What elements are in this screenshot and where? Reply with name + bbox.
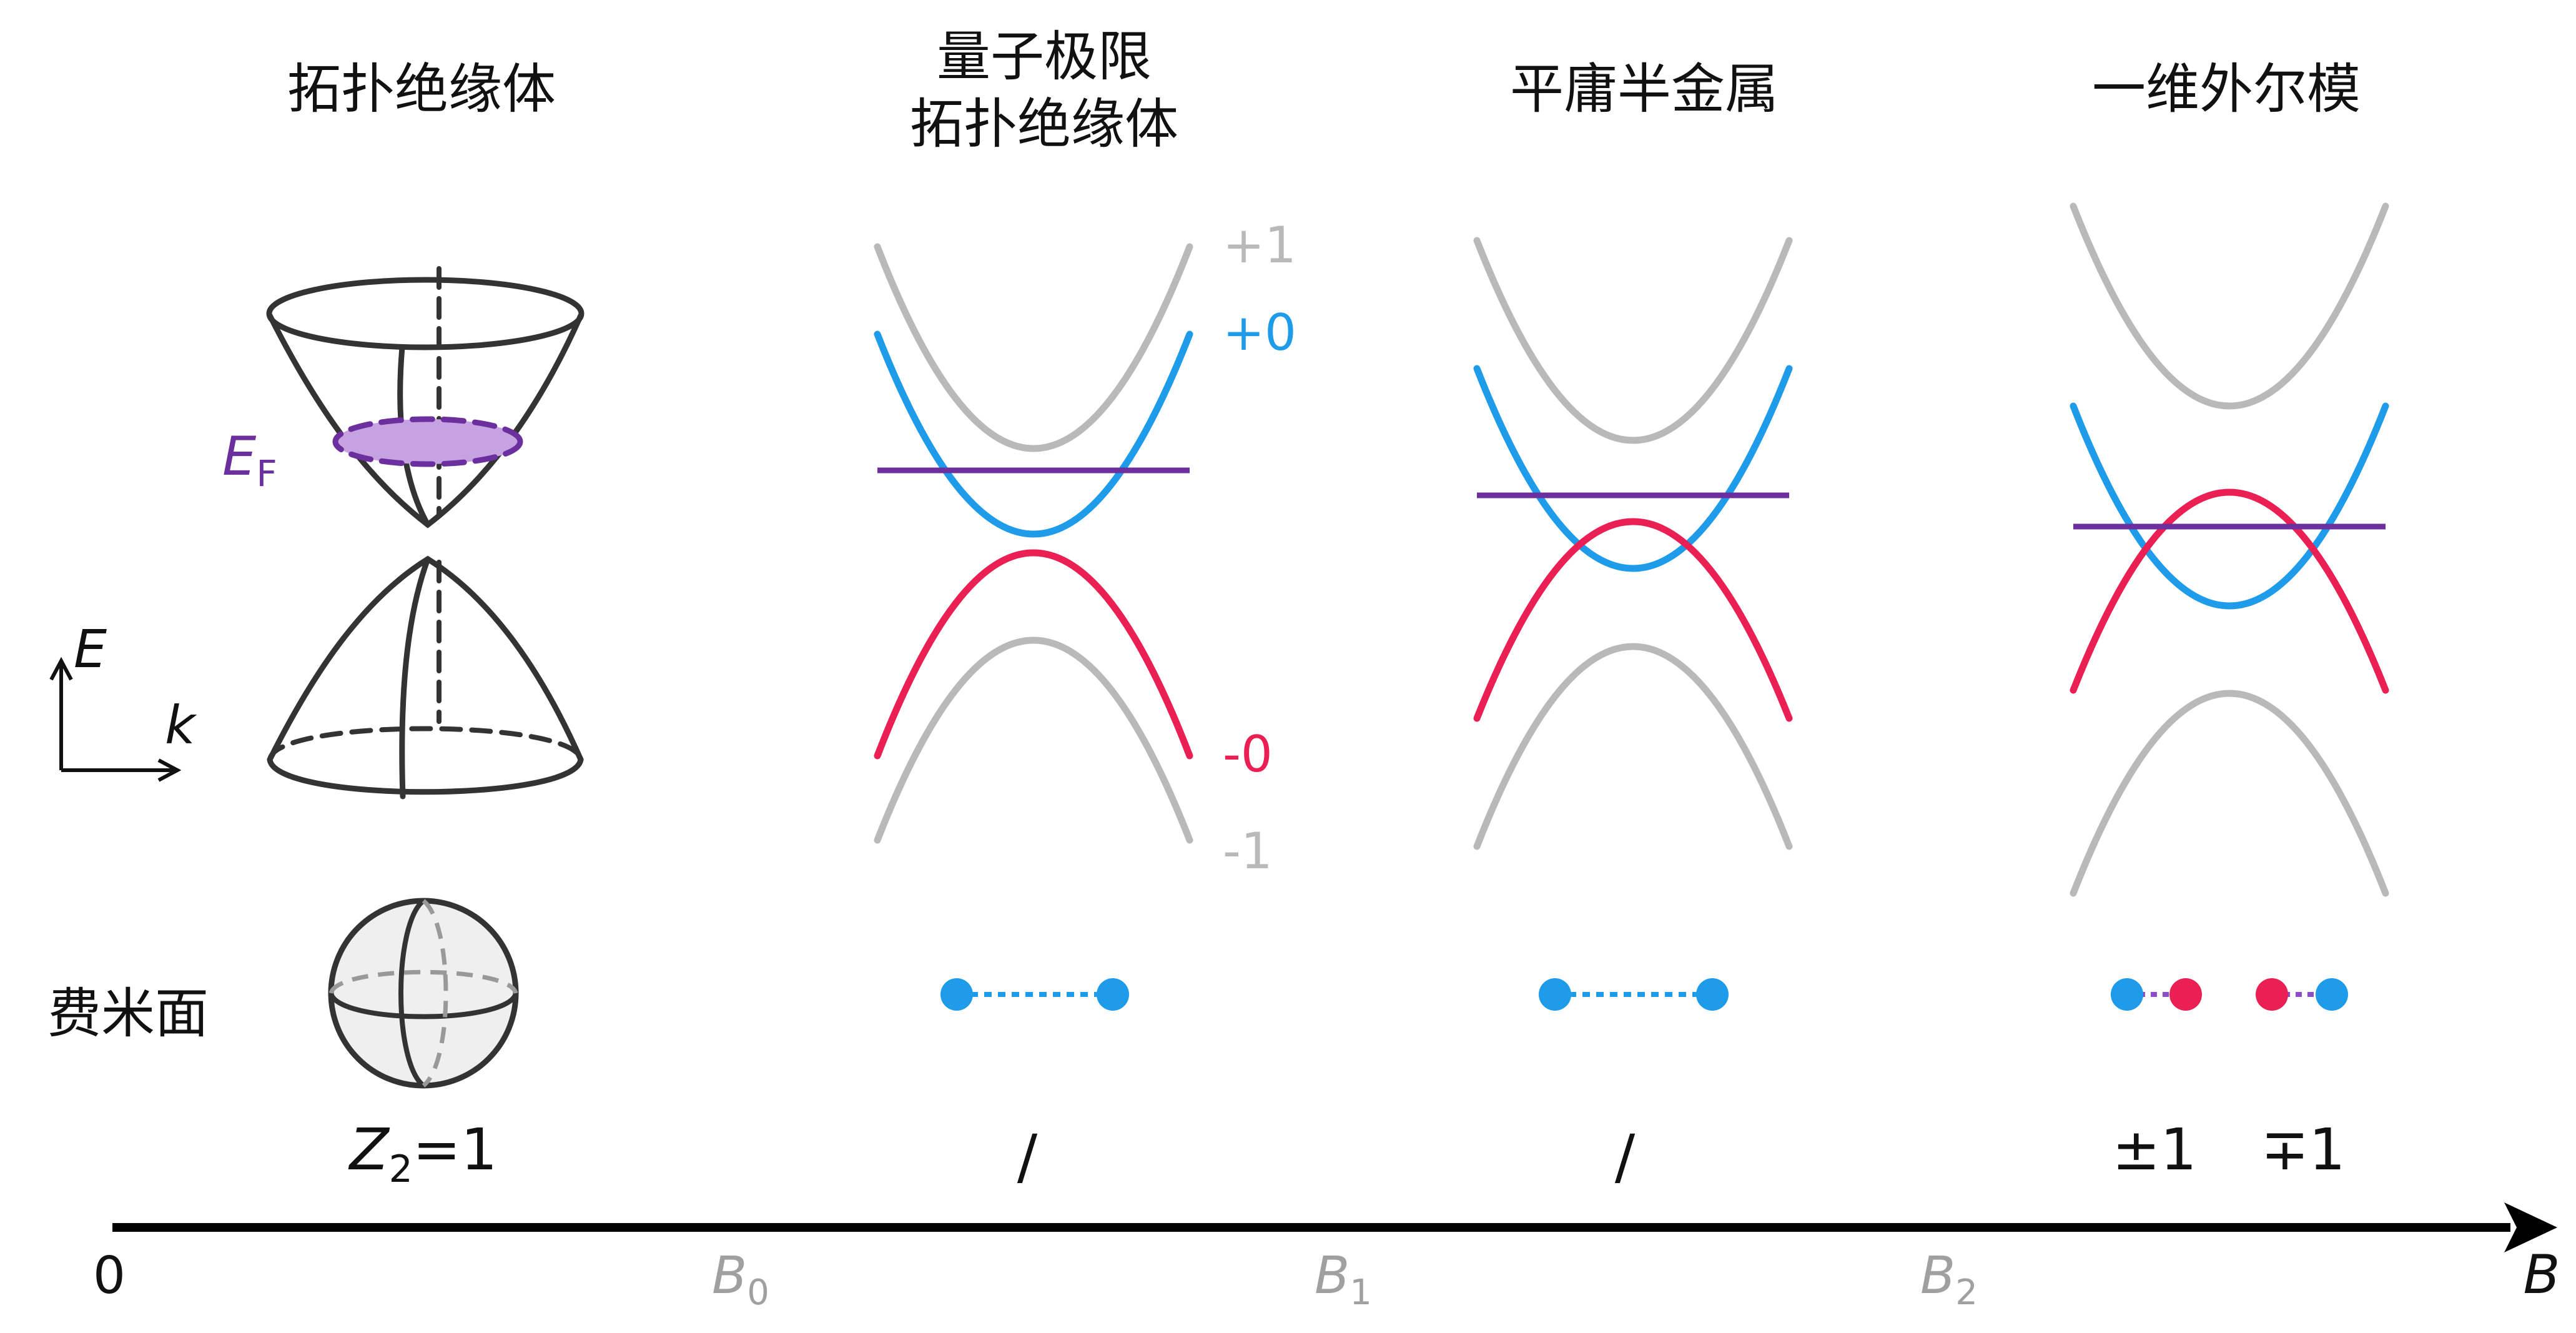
upper-cone-rim: [266, 277, 585, 350]
title-trivial-semimetal: 平庸半金属: [1510, 58, 1779, 121]
axis-tick-b1: B1: [1315, 1246, 1372, 1313]
fermi-energy-label: EF: [222, 425, 277, 495]
fermi-point: [1696, 978, 1729, 1011]
band-plus1-wm: [2070, 202, 2389, 410]
invariant-qlti: /: [1017, 1122, 1038, 1192]
band-curves: [874, 202, 2389, 897]
axis-tick-b2: B2: [1920, 1246, 1978, 1313]
magnetic-field-axis: [112, 1202, 2557, 1252]
band-plus0-wm: [2070, 402, 2389, 610]
band-plus0-qlti: [874, 330, 1193, 538]
weyl-point-blue: [2111, 978, 2143, 1011]
title-quantum-limit-line1: 量子极限: [937, 26, 1152, 88]
weyl-points-pair-left: [2111, 978, 2202, 1011]
band-plus0-tsm: [1473, 365, 1793, 572]
weyl-point-red: [2169, 978, 2202, 1011]
fermi-point: [940, 978, 973, 1011]
invariant-weyl-left: ±1: [2112, 1116, 2197, 1183]
band-minus1-wm: [2070, 690, 2389, 897]
fermi-points-pair-qlti: [940, 978, 1129, 1011]
weyl-point-red: [2256, 978, 2288, 1011]
dirac-cone-diagram: EF: [222, 266, 585, 800]
energy-axis-label: E: [74, 618, 107, 680]
lower-cone-rim-back: [267, 726, 583, 762]
weyl-points-pair-right: [2256, 978, 2348, 1011]
band-plus1-qlti: [874, 243, 1193, 452]
energy-momentum-axes: [49, 657, 182, 782]
band-label-minus0: -0: [1223, 725, 1273, 783]
fermi-points-pair-tsm: [1539, 978, 1729, 1011]
fermi-level-ellipse: [332, 416, 523, 467]
axis-origin-label: 0: [93, 1246, 126, 1306]
fermi-sphere: [328, 898, 519, 1089]
band-plus1-tsm: [1473, 237, 1793, 444]
lower-cone-rim-front: [267, 756, 584, 795]
axis-tick-b0: B0: [712, 1246, 769, 1313]
band-label-plus1: +1: [1223, 216, 1296, 274]
fermi-point: [1097, 978, 1129, 1011]
momentum-axis-label: k: [165, 695, 197, 756]
band-minus0-wm: [2070, 488, 2389, 694]
band-minus0-tsm: [1473, 518, 1793, 722]
band-minus1-qlti: [874, 637, 1193, 844]
title-1d-weyl-mode: 一维外尔模: [2092, 58, 2361, 121]
weyl-point-blue: [2316, 978, 2348, 1011]
invariant-weyl-right: ∓1: [2261, 1116, 2346, 1183]
invariant-z2: Z2=1: [348, 1116, 498, 1191]
band-label-minus1: -1: [1223, 822, 1273, 880]
band-label-plus0: +0: [1223, 304, 1296, 362]
lower-cone-front-meridian: [399, 556, 431, 800]
invariant-tsm: /: [1615, 1122, 1636, 1192]
title-topological-insulator: 拓扑绝缘体: [287, 58, 556, 121]
title-quantum-limit-line2: 拓扑绝缘体: [910, 93, 1178, 156]
axis-end-label: B: [2524, 1244, 2560, 1306]
fermi-surface-label: 费米面: [47, 983, 209, 1045]
fermi-point: [1539, 978, 1571, 1011]
band-minus0-qlti: [874, 549, 1193, 760]
band-minus1-tsm: [1473, 643, 1793, 850]
